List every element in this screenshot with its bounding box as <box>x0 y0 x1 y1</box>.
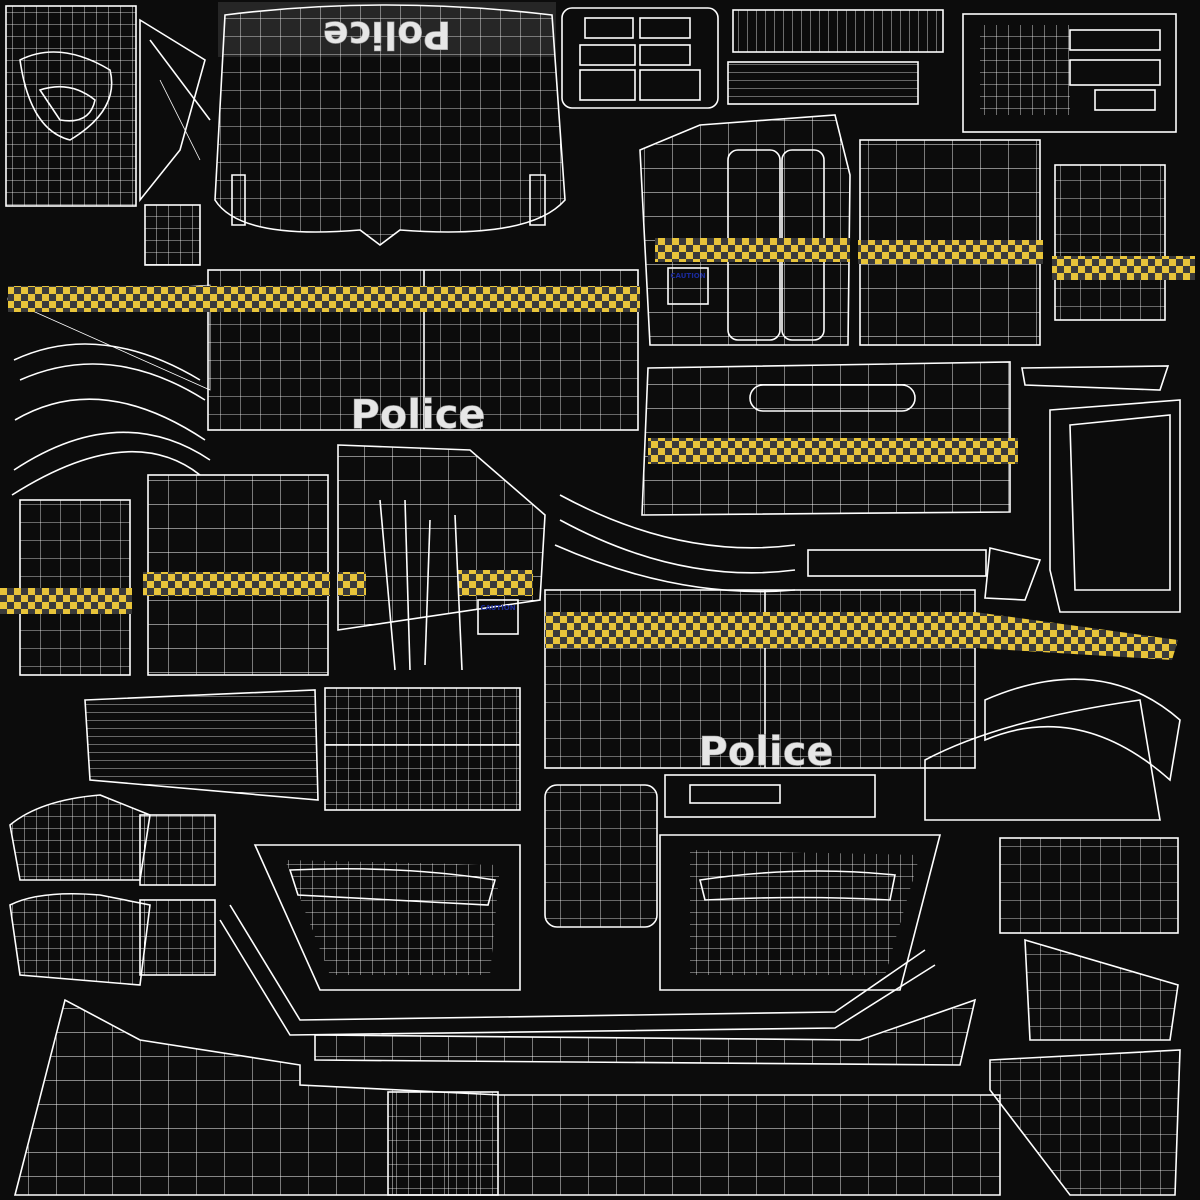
trunk-lid <box>641 361 1181 613</box>
bottom-sill-strips <box>219 904 977 1066</box>
grille-pieces <box>561 7 1177 133</box>
dashboard-detail-cluster <box>5 5 211 266</box>
rear-side-panels: CAUTION <box>0 444 546 676</box>
floor-pan <box>13 998 1001 1196</box>
seat-bolsters <box>9 794 216 986</box>
left-door-police-label: Police <box>350 392 485 438</box>
caution-label-a: CAUTION <box>670 272 705 280</box>
caution-label-b: CAUTION <box>480 604 515 612</box>
rear-bumper-pieces <box>989 837 1181 1196</box>
interior-door-trims <box>253 699 1161 991</box>
rocker-panels <box>84 687 521 811</box>
front-quarter-panels: CAUTION <box>639 114 1195 346</box>
right-rear-door: Police <box>544 494 1181 782</box>
hood-panel: Police <box>214 2 566 246</box>
hood-police-label: Police <box>323 13 451 57</box>
left-front-door: Police <box>7 269 640 496</box>
right-door-police-label: Police <box>698 729 833 775</box>
